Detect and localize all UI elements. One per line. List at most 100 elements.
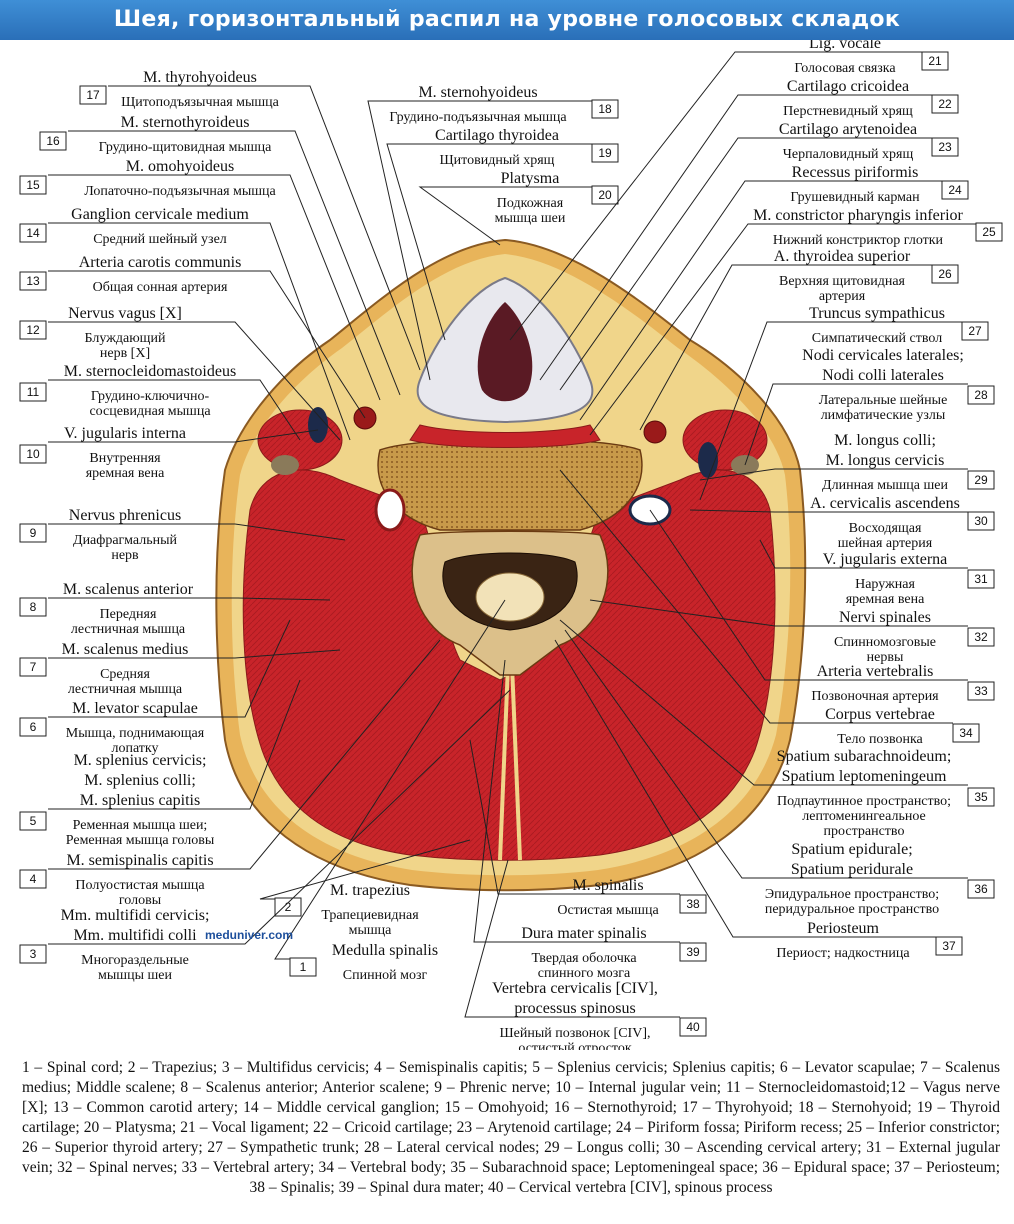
glottis (477, 302, 533, 402)
label-number-4: 4 (30, 872, 37, 886)
label-russian-line: яремная вена (86, 466, 165, 481)
label-russian-line: мышцы шеи (98, 968, 172, 983)
label-number-box-23 (931, 137, 959, 157)
label-russian-27: Симпатический ствол (812, 331, 942, 346)
label-latin-37: Periosteum (807, 920, 880, 937)
label-number-box-36 (967, 879, 995, 899)
label-russian-line: лептоменингеальное (802, 809, 925, 824)
leader-line-34 (559, 469, 953, 724)
label-latin-9: Nervus phrenicus (69, 507, 181, 524)
label-latin-35: Spatium subarachnoideum;Spatium leptomen… (777, 748, 952, 785)
label-number-33: 33 (974, 684, 988, 698)
label-russian-line: перидуральное пространство (765, 902, 939, 917)
label-number-26: 26 (938, 267, 952, 281)
label-russian-line: Спинной мозг (343, 968, 428, 983)
label-number-2: 2 (285, 900, 292, 914)
label-latin-20: Platysma (501, 170, 560, 187)
label-russian-line: нерв [X] (100, 346, 150, 361)
label-35: 35 Spatium subarachnoideum;Spatium leptom… (559, 619, 995, 839)
neck-cross-section (215, 238, 807, 892)
label-russian-line: лимфатические узлы (821, 408, 946, 423)
leader-line-25 (589, 223, 976, 436)
label-russian-line: Восходящая (849, 521, 922, 536)
label-russian-40: Шейный позвонок [CIV],остистый отросток (500, 1026, 651, 1050)
label-latin-28: Nodi cervicales laterales;Nodi colli lat… (802, 347, 964, 384)
leader-line-33 (649, 509, 968, 681)
label-number-box-27 (961, 321, 989, 341)
label-russian-line: Щитоподъязычная мышца (121, 95, 280, 110)
label-number-17: 17 (86, 88, 100, 102)
label-latin-7: M. scalenus medius (62, 641, 189, 658)
label-number-18: 18 (598, 102, 612, 116)
leader-line-30 (689, 509, 968, 513)
label-number-box-1 (289, 957, 317, 977)
leader-line-18 (367, 100, 592, 381)
label-russian-1: Спинной мозг (343, 968, 428, 983)
vertebral-artery-left (374, 488, 406, 532)
vertebral-body (377, 438, 643, 531)
label-number-box-9 (19, 523, 47, 543)
label-russian-38: Остистая мышца (557, 903, 659, 918)
label-latin-6: M. levator scapulae (72, 700, 198, 717)
label-latin-12: Nervus vagus [X] (68, 305, 182, 322)
label-latin-19: Cartilago thyroidea (435, 127, 559, 144)
label-number-box-16 (39, 131, 67, 151)
label-number-box-30 (967, 511, 995, 531)
label-russian-line: спинного мозга (538, 966, 631, 981)
label-number-27: 27 (968, 324, 982, 338)
label-number-19: 19 (598, 146, 612, 160)
label-number-35: 35 (974, 790, 988, 804)
label-russian-line: пространство (824, 824, 905, 839)
label-5: 5M. splenius cervicis;M. splenius colli;… (19, 679, 301, 848)
label-russian-35: Подпаутинное пространство;лептоменингеал… (777, 794, 951, 839)
label-latin-25: M. constrictor pharyngis inferior (753, 207, 963, 224)
label-number-box-33 (967, 681, 995, 701)
label-latin-23: Cartilago arytenoidea (779, 121, 917, 138)
label-number-31: 31 (974, 572, 988, 586)
label-latin-27: Truncus sympathicus (809, 305, 945, 322)
label-russian-line: Средний шейный узел (93, 232, 227, 247)
spinal-cord (475, 572, 545, 622)
leader-line-32 (589, 599, 968, 627)
leader-line-38 (469, 739, 680, 895)
label-latin-8: M. scalenus anterior (63, 581, 194, 598)
label-number-box-40 (679, 1017, 707, 1037)
leader-line-31 (759, 539, 968, 569)
label-latin-30: A. cervicalis ascendens (810, 495, 960, 512)
label-number-box-14 (19, 223, 47, 243)
label-number-box-2 (274, 897, 302, 917)
leader-line-26 (639, 264, 932, 431)
label-russian-11: Грудино-ключично-сосцевидная мышца (89, 389, 211, 419)
label-russian-line: Голосовая связка (794, 61, 896, 76)
label-number-box-25 (975, 222, 1003, 242)
label-latin-31: V. jugularis externa (823, 551, 948, 568)
label-number-38: 38 (686, 897, 700, 911)
label-latin-32: Nervi spinales (839, 609, 931, 626)
label-25: 25M. constrictor pharyngis inferiorНижни… (589, 207, 1003, 436)
leader-line-14 (48, 222, 351, 441)
leader-line-15 (48, 174, 381, 401)
label-russian-line: лестничная мышца (68, 682, 183, 697)
label-russian-line: шейная артерия (838, 536, 933, 551)
label-number-box-29 (967, 470, 995, 490)
label-russian-line: Нижний констриктор глотки (773, 233, 944, 248)
label-latin-38: M. spinalis (572, 877, 643, 894)
label-latin-11: M. sternocleidomastoideus (64, 363, 236, 380)
